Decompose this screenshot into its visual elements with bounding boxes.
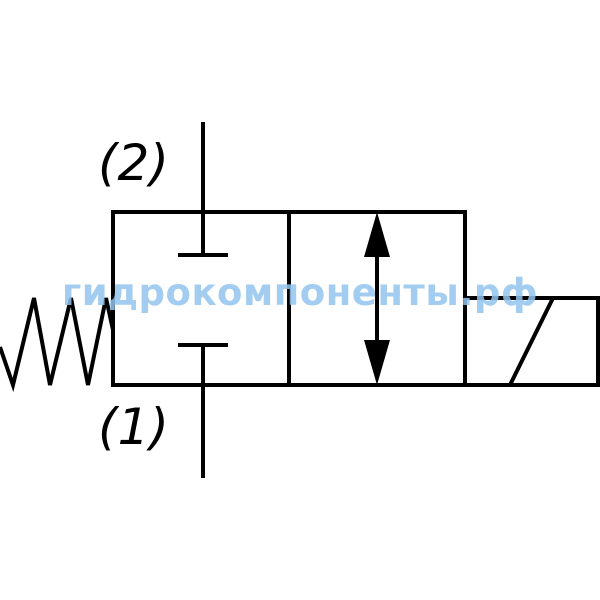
solenoid-coil-diagonal <box>508 297 555 386</box>
spring-icon <box>0 297 115 393</box>
solenoid-actuator <box>463 296 600 387</box>
port-label-1: (1) <box>98 398 169 456</box>
watermark-text: гидрокомпоненты.рф <box>61 271 539 314</box>
flow-arrowhead-up <box>364 212 390 257</box>
port-label-2: (2) <box>98 134 169 192</box>
flow-arrowhead-down <box>364 340 390 385</box>
